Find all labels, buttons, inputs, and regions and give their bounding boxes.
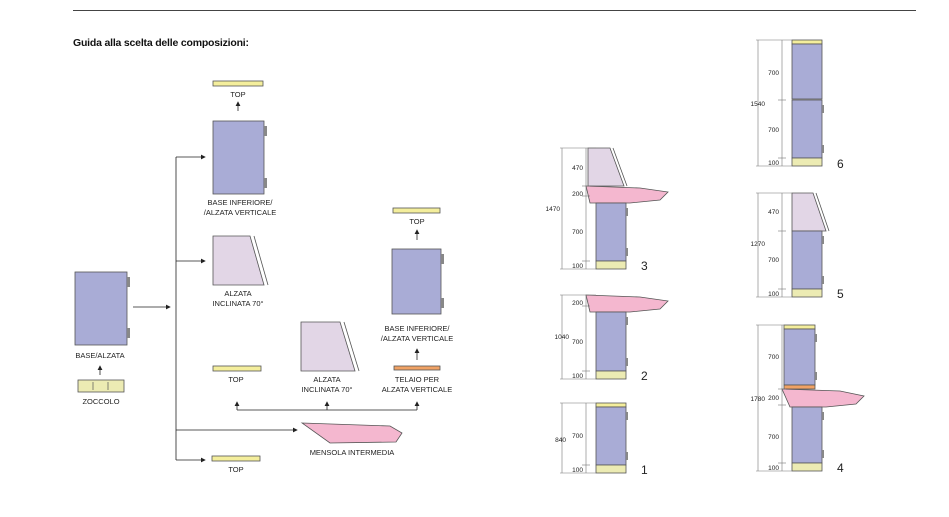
c5-d1: 700 (768, 257, 779, 264)
c5-d2: 470 (768, 209, 779, 216)
composition-6 (756, 39, 824, 167)
mensola-label: MENSOLA INTERMEDIA (310, 448, 395, 457)
alzata-label-2: INCLINATA 70° (212, 299, 263, 308)
top-panel-3 (392, 207, 441, 214)
zoccolo-plinth (77, 379, 125, 393)
c2-d1: 700 (572, 339, 583, 346)
base-inferiore-label-2: /ALZATA VERTICALE (204, 208, 277, 217)
c3-d1: 700 (572, 229, 583, 236)
telaio-frame (393, 365, 441, 371)
c1-number: 1 (641, 463, 648, 477)
c4-d1: 700 (768, 434, 779, 441)
top-panel-2 (212, 365, 262, 372)
c4-d3: 700 (768, 354, 779, 361)
base-inferiore-label-1b: BASE INFERIORE/ (384, 324, 450, 333)
c3-d3: 470 (572, 165, 583, 172)
c3-number: 3 (641, 259, 648, 273)
base-alzata-label: BASE/ALZATA (75, 351, 124, 360)
c6-total: 1540 (751, 101, 766, 108)
alzata-inclinata-shape-2 (300, 321, 356, 372)
c6-d2: 700 (768, 70, 779, 77)
c5-number: 5 (837, 287, 844, 301)
header-rule (73, 10, 916, 11)
mensola-shape (300, 422, 403, 444)
c1-d0: 100 (572, 467, 583, 474)
base-alzata-cabinet (74, 271, 130, 346)
alzata-label-1b: ALZATA (313, 375, 340, 384)
c2-d2: 200 (572, 300, 583, 307)
c4-total: 1780 (751, 396, 766, 403)
alzata-inclinata-shape (212, 235, 265, 286)
top-panel (212, 80, 264, 87)
c1-total: 840 (555, 437, 566, 444)
c4-d0: 100 (768, 465, 779, 472)
c3-d2: 200 (572, 191, 583, 198)
top-label: TOP (230, 90, 245, 99)
composition-4 (756, 324, 865, 472)
c5-d0: 100 (768, 291, 779, 298)
telaio-label-1: TELAIO PER (395, 375, 440, 384)
base-inferiore-cabinet-2 (391, 248, 444, 315)
base-inferiore-cabinet (212, 120, 267, 195)
alzata-label-2b: INCLINATA 70° (301, 385, 352, 394)
c3-d0: 100 (572, 263, 583, 270)
c6-d1: 700 (768, 127, 779, 134)
c3-total: 1470 (546, 206, 561, 213)
c6-number: 6 (837, 157, 844, 171)
base-inferiore-label-2b: /ALZATA VERTICALE (381, 334, 454, 343)
top-label-4: TOP (228, 465, 243, 474)
c5-total: 1270 (751, 241, 766, 248)
c2-d0: 100 (572, 373, 583, 380)
composition-3 (560, 147, 669, 270)
page-title: Guida alla scelta delle composizioni: (73, 37, 249, 49)
zoccolo-label: ZOCCOLO (82, 397, 119, 406)
c1-d1: 700 (572, 433, 583, 440)
top-label-3: TOP (409, 217, 424, 226)
top-panel-4 (211, 455, 261, 462)
telaio-label-2: ALZATA VERTICALE (382, 385, 452, 394)
base-inferiore-label-1: BASE INFERIORE/ (207, 198, 273, 207)
c4-d2: 200 (768, 395, 779, 402)
alzata-label-1: ALZATA (224, 289, 251, 298)
composition-1 (560, 402, 628, 474)
composition-2 (560, 294, 669, 380)
c6-d0: 100 (768, 160, 779, 167)
c2-number: 2 (641, 369, 648, 383)
composition-5 (756, 192, 830, 298)
c4-number: 4 (837, 461, 844, 475)
top-label-2: TOP (228, 375, 243, 384)
c2-total: 1040 (555, 334, 570, 341)
